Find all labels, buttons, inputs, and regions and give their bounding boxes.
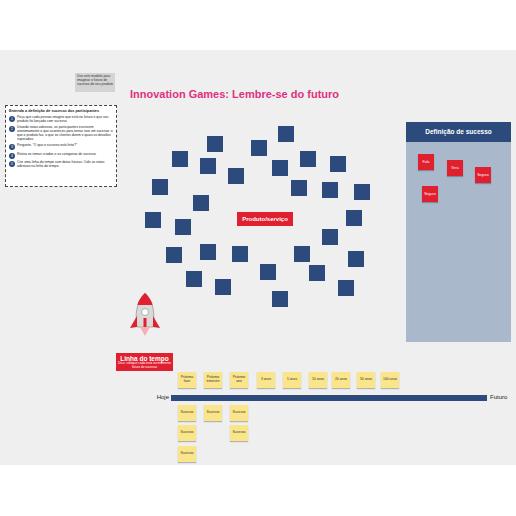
step-text: Reúna os temas criados e as categorias d… bbox=[17, 153, 113, 157]
yellow-sticky-note: 10 anos bbox=[309, 372, 327, 388]
step-text: Peça que cada pessoa imagine que está no… bbox=[17, 116, 113, 124]
gray-sticky-note: Use este modelo para imaginar o futuro d… bbox=[75, 73, 115, 92]
node-text: 100 anos bbox=[382, 378, 398, 382]
node-text: 5 anos bbox=[284, 378, 300, 382]
red-sticky-note: Seguro bbox=[422, 186, 438, 202]
node-text: 10 anos bbox=[310, 378, 326, 382]
product-box: Produto/serviço bbox=[237, 212, 293, 226]
instruction-row: 5Crie uma linha do tempo com datas futur… bbox=[9, 161, 113, 169]
step-text: Crie uma linha do tempo com datas futura… bbox=[17, 161, 113, 169]
panel-header: Definição de sucesso bbox=[406, 122, 511, 142]
timeline-hint: Dica: coloque cada nota no momento futur… bbox=[117, 362, 172, 369]
instruction-row: 2Usando notas adesivas, os participantes… bbox=[9, 126, 113, 142]
node-text: Produto/serviço bbox=[239, 216, 291, 223]
node-text: Sucesso bbox=[179, 431, 195, 435]
yellow-sticky-note: 50 anos bbox=[357, 372, 375, 388]
yellow-sticky-note: Sucesso bbox=[230, 405, 248, 421]
yellow-sticky-note: 100 anos bbox=[381, 372, 399, 388]
yellow-sticky-note: 5 anos bbox=[283, 372, 301, 388]
rocket-illustration bbox=[130, 293, 160, 336]
node-text: Próximo ano bbox=[231, 376, 247, 384]
yellow-sticky-note: Sucesso bbox=[230, 425, 248, 441]
node-text: Use este modelo para imaginar o futuro d… bbox=[77, 75, 113, 87]
timeline-end: Futuro bbox=[490, 394, 507, 400]
blue-sticky-notes bbox=[145, 126, 370, 307]
node-text: Próximo trimestre bbox=[205, 376, 221, 384]
board-ground bbox=[0, 50, 516, 465]
node-text: 50 anos bbox=[358, 378, 374, 382]
node-text: Sucesso bbox=[179, 411, 195, 415]
node-text: 3 anos bbox=[258, 378, 274, 382]
yellow-sticky-note: Sucesso bbox=[204, 405, 222, 421]
diagram-title: Innovation Games: Lembre-se do futuro bbox=[130, 88, 339, 100]
step-text: Usando notas adesivas, os participantes … bbox=[17, 126, 113, 142]
node-text: Sucesso bbox=[231, 411, 247, 415]
timeline-bar bbox=[171, 395, 487, 401]
instruction-box: Entenda a definição de sucesso dos parti… bbox=[5, 105, 117, 187]
yellow-sticky-note: Próxima fase bbox=[178, 372, 196, 388]
instruction-row: 1Peça que cada pessoa imagine que está n… bbox=[9, 116, 113, 124]
node-text: Seguro bbox=[423, 192, 437, 196]
red-sticky-note: Vera bbox=[447, 160, 463, 176]
step-number: 3 bbox=[9, 144, 15, 150]
node-text: Vera bbox=[448, 166, 462, 170]
node-text: 20 anos bbox=[333, 378, 349, 382]
timeline-box: Linha do tempoDica: coloque cada nota no… bbox=[116, 353, 173, 371]
timeline-start: Hoje bbox=[157, 394, 169, 400]
node-text: Sucesso bbox=[205, 411, 221, 415]
node-text: Sucesso bbox=[231, 431, 247, 435]
node-text: Linha do tempo bbox=[117, 355, 172, 362]
step-number: 1 bbox=[9, 116, 15, 122]
instruction-row: 3Pergunte, "O que o sucesso está feito?" bbox=[9, 144, 113, 150]
yellow-sticky-note: 20 anos bbox=[332, 372, 350, 388]
yellow-sticky-note: Sucesso bbox=[178, 446, 196, 462]
node-text: Próxima fase bbox=[179, 376, 195, 384]
step-number: 5 bbox=[9, 161, 15, 167]
yellow-sticky-note: Sucesso bbox=[178, 405, 196, 421]
yellow-sticky-note: Próximo trimestre bbox=[204, 372, 222, 388]
instruction-heading: Entenda a definição de sucesso dos parti… bbox=[9, 109, 113, 113]
node-text: Sucesso bbox=[179, 452, 195, 456]
node-text: Seguro bbox=[476, 173, 490, 177]
node-text: Fala bbox=[419, 160, 433, 164]
success-panel: Definição de sucessoFalaVeraSeguroSeguro bbox=[406, 122, 511, 342]
red-sticky-note: Fala bbox=[418, 154, 434, 170]
yellow-sticky-note: Sucesso bbox=[178, 425, 196, 441]
yellow-sticky-note: Próximo ano bbox=[230, 372, 248, 388]
step-number: 4 bbox=[9, 153, 15, 159]
instruction-row: 4Reúna os temas criados e as categorias … bbox=[9, 153, 113, 159]
step-number: 2 bbox=[9, 126, 15, 132]
step-text: Pergunte, "O que o sucesso está feito?" bbox=[17, 144, 113, 148]
red-sticky-note: Seguro bbox=[475, 167, 491, 183]
yellow-sticky-note: 3 anos bbox=[257, 372, 275, 388]
